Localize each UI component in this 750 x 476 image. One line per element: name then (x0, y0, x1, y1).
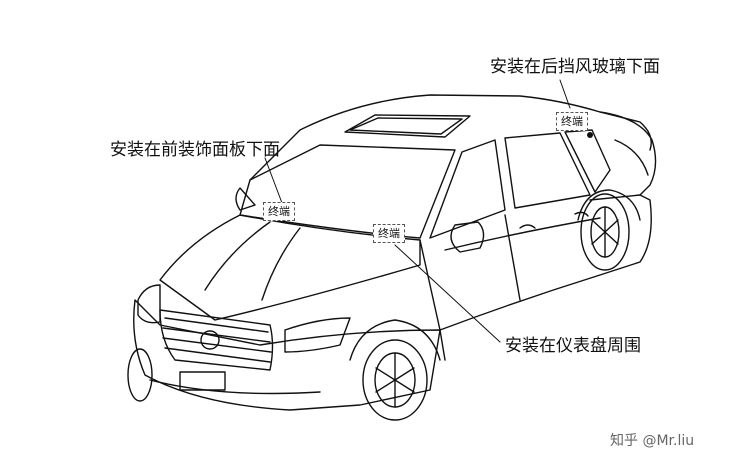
trunk (600, 112, 656, 195)
front-left-wheel (128, 349, 152, 401)
car-body-side (420, 195, 651, 330)
terminal-tag-front-left: 终端 (263, 202, 295, 221)
terminal-tag-rear: 终端 (556, 112, 588, 131)
callout-dashboard: 安装在仪表盘周围 (505, 336, 641, 356)
terminal-tag-front-center: 终端 (373, 224, 405, 243)
rear-sensor-dot (587, 132, 593, 138)
callout-front-trim-panel: 安装在前装饰面板下面 (110, 140, 280, 160)
callout-rear-windshield: 安装在后挡风玻璃下面 (490, 57, 660, 77)
right-mirror (451, 222, 484, 252)
rear-door-window (505, 133, 590, 208)
left-headlight (138, 285, 160, 323)
left-mirror (236, 188, 255, 210)
watermark: 知乎 @Mr.liu (610, 430, 694, 450)
leader-rear (560, 80, 570, 108)
